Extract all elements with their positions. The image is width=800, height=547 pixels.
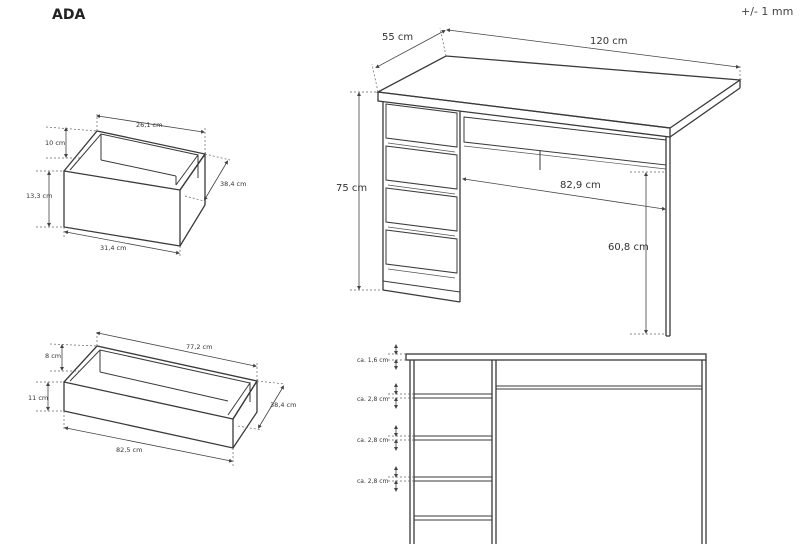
small-drawer-inner-width: 26,1 cm: [136, 121, 162, 129]
desk-isometric-view: [375, 55, 742, 337]
gap-label-1: ca. 1,6 cm: [357, 357, 389, 364]
desk-dimensions: 55 cm 120 cm 75 cm 82,9 cm 60,8 cm: [336, 27, 741, 335]
small-drawer-view: [63, 130, 207, 247]
large-drawer-depth: 38,4 cm: [270, 401, 296, 409]
gap-label-2: ca. 2,8 cm: [357, 396, 389, 403]
front-elevation-gap-dimensions: ca. 1,6 cm ca. 2,8 cm ca. 2,8 cm ca. 2,8…: [357, 344, 414, 492]
large-drawer-inner-width: 77,2 cm: [186, 343, 212, 351]
knee-width-label: 82,9 cm: [560, 180, 601, 191]
large-drawer-front-height: 11 cm: [28, 394, 48, 402]
desk-front-elevation: [405, 353, 707, 544]
small-drawer-depth: 38,4 cm: [220, 180, 246, 188]
desk-depth-label: 55 cm: [382, 32, 413, 43]
desk-width-label: 120 cm: [590, 36, 628, 47]
small-drawer-inner-height: 10 cm: [45, 139, 65, 147]
gap-label-3: ca. 2,8 cm: [357, 437, 389, 444]
large-drawer-view: [63, 345, 259, 449]
small-drawer-dimensions: 26,1 cm 10 cm 13,3 cm 38,4 cm 31,4 cm: [26, 114, 246, 258]
knee-height-label: 60,8 cm: [608, 242, 649, 253]
gap-label-4: ca. 2,8 cm: [357, 478, 389, 485]
large-drawer-inner-height: 8 cm: [45, 352, 61, 360]
tolerance-note: +/- 1 mm: [741, 5, 793, 18]
small-drawer-front-width: 31,4 cm: [100, 244, 126, 252]
product-title: ADA: [52, 7, 85, 23]
large-drawer-dimensions: 77,2 cm 8 cm 11 cm 38,4 cm 82,5 cm: [28, 330, 296, 466]
large-drawer-front-width: 82,5 cm: [116, 446, 142, 454]
small-drawer-front-height: 13,3 cm: [26, 192, 52, 200]
desk-height-label: 75 cm: [336, 183, 367, 194]
